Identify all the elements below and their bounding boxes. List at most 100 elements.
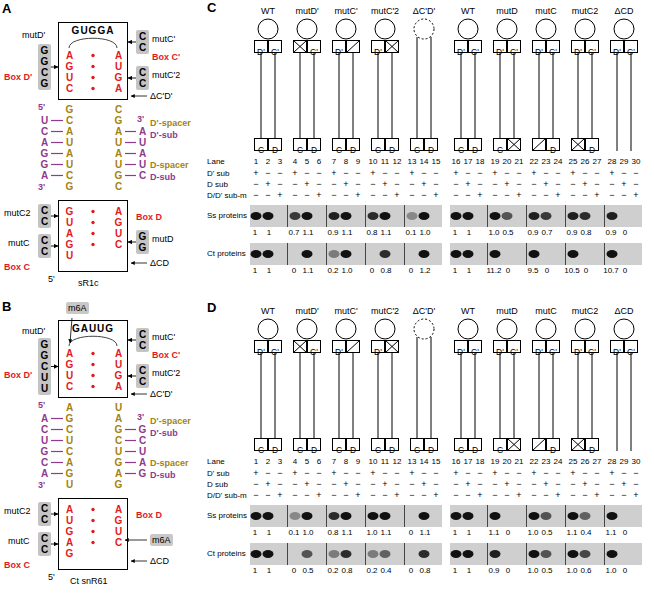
plus-minus-sign: − xyxy=(421,490,426,500)
protein-band xyxy=(251,250,262,258)
mutation-box: CC xyxy=(136,364,149,388)
protein-band xyxy=(580,512,591,520)
blot-strip xyxy=(250,543,442,565)
protein-band xyxy=(368,512,379,520)
annotation-label: ΔCD xyxy=(150,258,169,268)
box-letter: C' xyxy=(549,347,557,358)
mutation-arrow xyxy=(51,67,58,68)
table-number: 22 xyxy=(530,157,539,166)
base-pair-line xyxy=(125,164,136,165)
annotation-label: mutD xyxy=(152,234,174,244)
plus-minus-sign: + xyxy=(543,479,548,489)
plus-minus-sign: + xyxy=(594,190,599,200)
row-header: D sub xyxy=(207,480,228,489)
plus-minus-sign: − xyxy=(331,490,336,500)
snorna-loop xyxy=(536,319,556,339)
base-pair-dot xyxy=(91,352,94,355)
box-motif: D' xyxy=(532,40,546,53)
stem-line xyxy=(553,53,554,138)
table-number: 1.1 xyxy=(380,228,391,237)
annotation-label: ΔCD xyxy=(150,556,169,566)
table-number: 1 xyxy=(253,566,257,575)
blot-strip xyxy=(250,205,442,227)
plus-minus-sign: + xyxy=(304,179,309,189)
plus-minus-sign: − xyxy=(570,190,575,200)
stem-line xyxy=(378,53,379,138)
stem-line xyxy=(461,353,462,438)
annotation-label: mutC xyxy=(8,238,30,248)
stem-line xyxy=(300,353,301,438)
table-number: 25 xyxy=(569,157,578,166)
box-letter: D xyxy=(272,445,278,456)
mutation-arrow xyxy=(51,544,58,545)
stem-line xyxy=(514,353,515,438)
plus-minus-sign: − xyxy=(253,490,258,500)
plus-minus-sign: − xyxy=(355,168,360,178)
plus-minus-sign: − xyxy=(370,479,375,489)
lane-divider xyxy=(365,543,366,565)
table-number: 11 xyxy=(381,457,389,466)
protein-band xyxy=(341,212,352,220)
plus-minus-sign: − xyxy=(409,190,414,200)
base-pair-line xyxy=(125,440,136,441)
table-number: 1.1 xyxy=(419,528,430,537)
box-motif: D xyxy=(385,138,399,151)
table-number: 24 xyxy=(554,157,563,166)
plus-minus-sign: − xyxy=(555,479,560,489)
plus-minus-sign: − xyxy=(292,179,297,189)
row-header: Lane xyxy=(207,457,225,466)
plus-minus-sign: − xyxy=(516,468,521,478)
protein-band xyxy=(607,250,618,258)
plus-minus-sign: + xyxy=(555,190,560,200)
plus-minus-sign: − xyxy=(543,168,548,178)
plus-minus-sign: − xyxy=(409,479,414,489)
plus-minus-sign: + xyxy=(370,168,375,178)
snorna-loop xyxy=(258,19,278,39)
plus-minus-sign: − xyxy=(582,468,587,478)
stem-line xyxy=(275,53,276,138)
plus-minus-sign: − xyxy=(409,179,414,189)
box-motif: D' xyxy=(493,40,507,53)
box-letter: C' xyxy=(588,347,596,358)
table-number: 19 xyxy=(491,457,500,466)
table-number: 0.2 xyxy=(366,566,377,575)
mutated-box xyxy=(294,41,307,53)
row-header: D' sub xyxy=(207,469,229,478)
box-letter: C' xyxy=(549,47,557,58)
table-number: 9 xyxy=(356,457,360,466)
table-number: 3 xyxy=(278,157,282,166)
stem-line xyxy=(592,53,593,138)
sequence-column: CC xyxy=(40,533,49,555)
plus-minus-sign: + xyxy=(331,168,336,178)
deletion-arrow xyxy=(131,263,147,264)
stem-line xyxy=(475,53,476,138)
mutated-box xyxy=(508,439,521,451)
table-number: 0.6 xyxy=(580,566,591,575)
plus-minus-sign: − xyxy=(633,468,638,478)
box-motif: C' xyxy=(507,40,521,53)
plus-minus-sign: + xyxy=(570,168,575,178)
box-motif: C xyxy=(454,438,468,451)
strand-label: 3' xyxy=(137,114,144,124)
plus-minus-sign: − xyxy=(609,190,614,200)
mutated-box xyxy=(572,439,585,451)
table-number: 28 xyxy=(608,457,617,466)
annotation-label: mutC' xyxy=(152,332,175,342)
plus-minus-sign: − xyxy=(531,190,536,200)
plus-minus-sign: − xyxy=(343,168,348,178)
lane-divider xyxy=(365,205,366,227)
mutation-slash xyxy=(533,439,546,451)
plus-minus-sign: + xyxy=(570,468,575,478)
base-pair-line xyxy=(125,131,136,132)
table-number: 0 xyxy=(623,228,627,237)
box-letter: D xyxy=(311,445,317,456)
plus-minus-sign: − xyxy=(621,490,626,500)
row-header: D' sub xyxy=(207,169,229,178)
box-motif: C' xyxy=(468,340,482,353)
table-number: 1 xyxy=(453,228,457,237)
loop-sequence: GUGGA xyxy=(72,25,115,37)
protein-band xyxy=(419,512,430,520)
plus-minus-sign: − xyxy=(253,190,258,200)
annotation-label: mutC2 xyxy=(4,506,31,516)
stem-line xyxy=(378,353,379,438)
